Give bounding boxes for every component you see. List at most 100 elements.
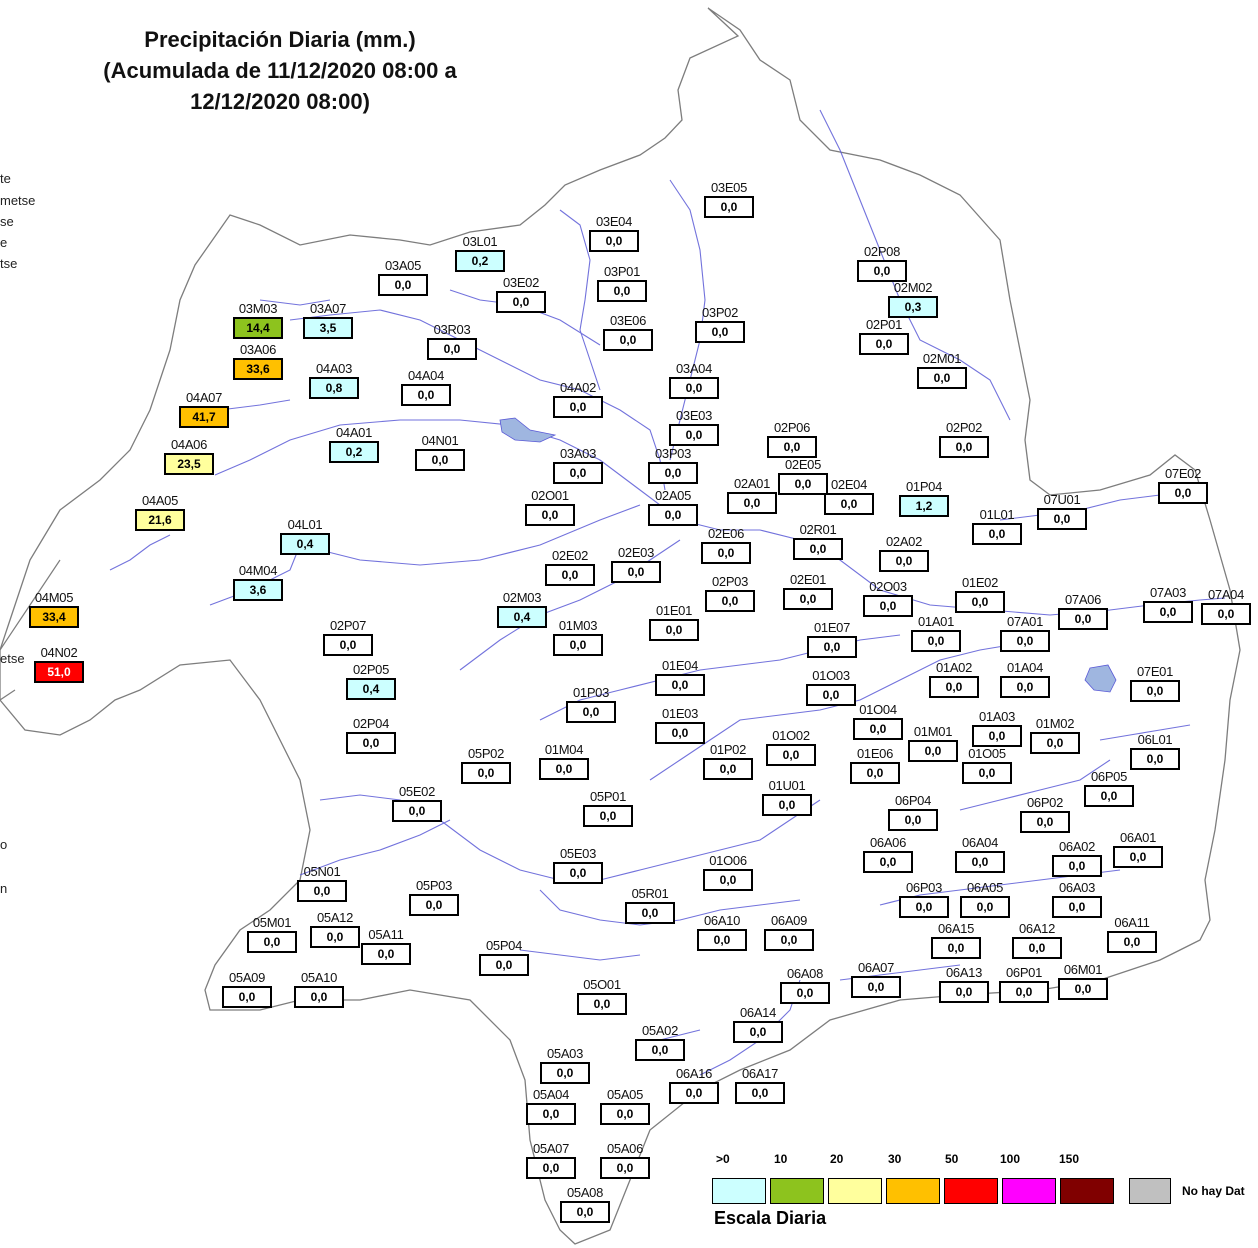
station-value: 0,0 — [669, 1082, 719, 1104]
station-code: 02P03 — [711, 574, 749, 589]
station-value: 0,0 — [669, 424, 719, 446]
station-value: 0,0 — [999, 981, 1049, 1003]
station-value: 0,0 — [669, 377, 719, 399]
station-code: 05N01 — [303, 864, 341, 879]
station-code: 06A15 — [937, 921, 975, 936]
station-value: 0,0 — [853, 718, 903, 740]
station-code: 01O06 — [709, 853, 747, 868]
station-value: 0,0 — [1000, 676, 1050, 698]
station-value: 0,0 — [648, 462, 698, 484]
station-value: 0,0 — [703, 758, 753, 780]
station-code: 05O01 — [583, 977, 621, 992]
station-value: 0,0 — [222, 986, 272, 1008]
legend-swatch-gt20 — [828, 1178, 882, 1204]
station-code: 04A03 — [315, 361, 353, 376]
map-title: Precipitación Diaria (mm.) (Acumulada de… — [60, 24, 500, 117]
station-value: 0,0 — [525, 504, 575, 526]
station-value: 0,0 — [972, 725, 1022, 747]
reservoir-west — [499, 417, 557, 443]
station-value: 0,0 — [545, 564, 595, 586]
station-value: 0,0 — [346, 732, 396, 754]
station-value: 0,0 — [727, 492, 777, 514]
station-value: 0,0 — [955, 591, 1005, 613]
station-code: 06M01 — [1063, 962, 1103, 977]
station-code: 03E02 — [502, 275, 540, 290]
station-value: 0,0 — [851, 976, 901, 998]
station-code: 04L01 — [287, 517, 323, 532]
clipped-label: e — [0, 235, 8, 250]
station-value: 0,0 — [1058, 608, 1108, 630]
station-value: 0,0 — [929, 676, 979, 698]
station-code: 02E06 — [707, 526, 745, 541]
station-code: 01E06 — [856, 746, 894, 761]
station-value: 0,0 — [1052, 855, 1102, 877]
station-code: 01E07 — [813, 620, 851, 635]
clipped-label: etse — [0, 651, 25, 666]
station-value: 0,0 — [778, 473, 828, 495]
station-code: 03A06 — [239, 342, 277, 357]
station-value: 33,4 — [29, 606, 79, 628]
station-code: 06A10 — [703, 913, 741, 928]
station-value: 0,0 — [323, 634, 373, 656]
station-code: 07A04 — [1207, 587, 1245, 602]
station-value: 3,6 — [233, 579, 283, 601]
station-code: 06A02 — [1058, 839, 1096, 854]
legend-tick: 10 — [774, 1152, 788, 1166]
station-value: 0,0 — [496, 291, 546, 313]
station-value: 0,2 — [329, 441, 379, 463]
station-code: 02E04 — [830, 477, 868, 492]
station-code: 01E02 — [961, 575, 999, 590]
station-value: 0,0 — [415, 449, 465, 471]
station-code: 06A08 — [786, 966, 824, 981]
station-code: 05A10 — [300, 970, 338, 985]
station-value: 0,0 — [807, 636, 857, 658]
station-code: 06A01 — [1119, 830, 1157, 845]
station-value: 0,0 — [1130, 680, 1180, 702]
station-code: 06L01 — [1137, 732, 1173, 747]
station-value: 0,0 — [1107, 931, 1157, 953]
station-code: 06A11 — [1114, 915, 1150, 930]
station-code: 02E01 — [789, 572, 827, 587]
station-value: 0,0 — [766, 744, 816, 766]
legend-tick: >0 — [716, 1152, 730, 1166]
clipped-label: tse — [0, 256, 18, 271]
